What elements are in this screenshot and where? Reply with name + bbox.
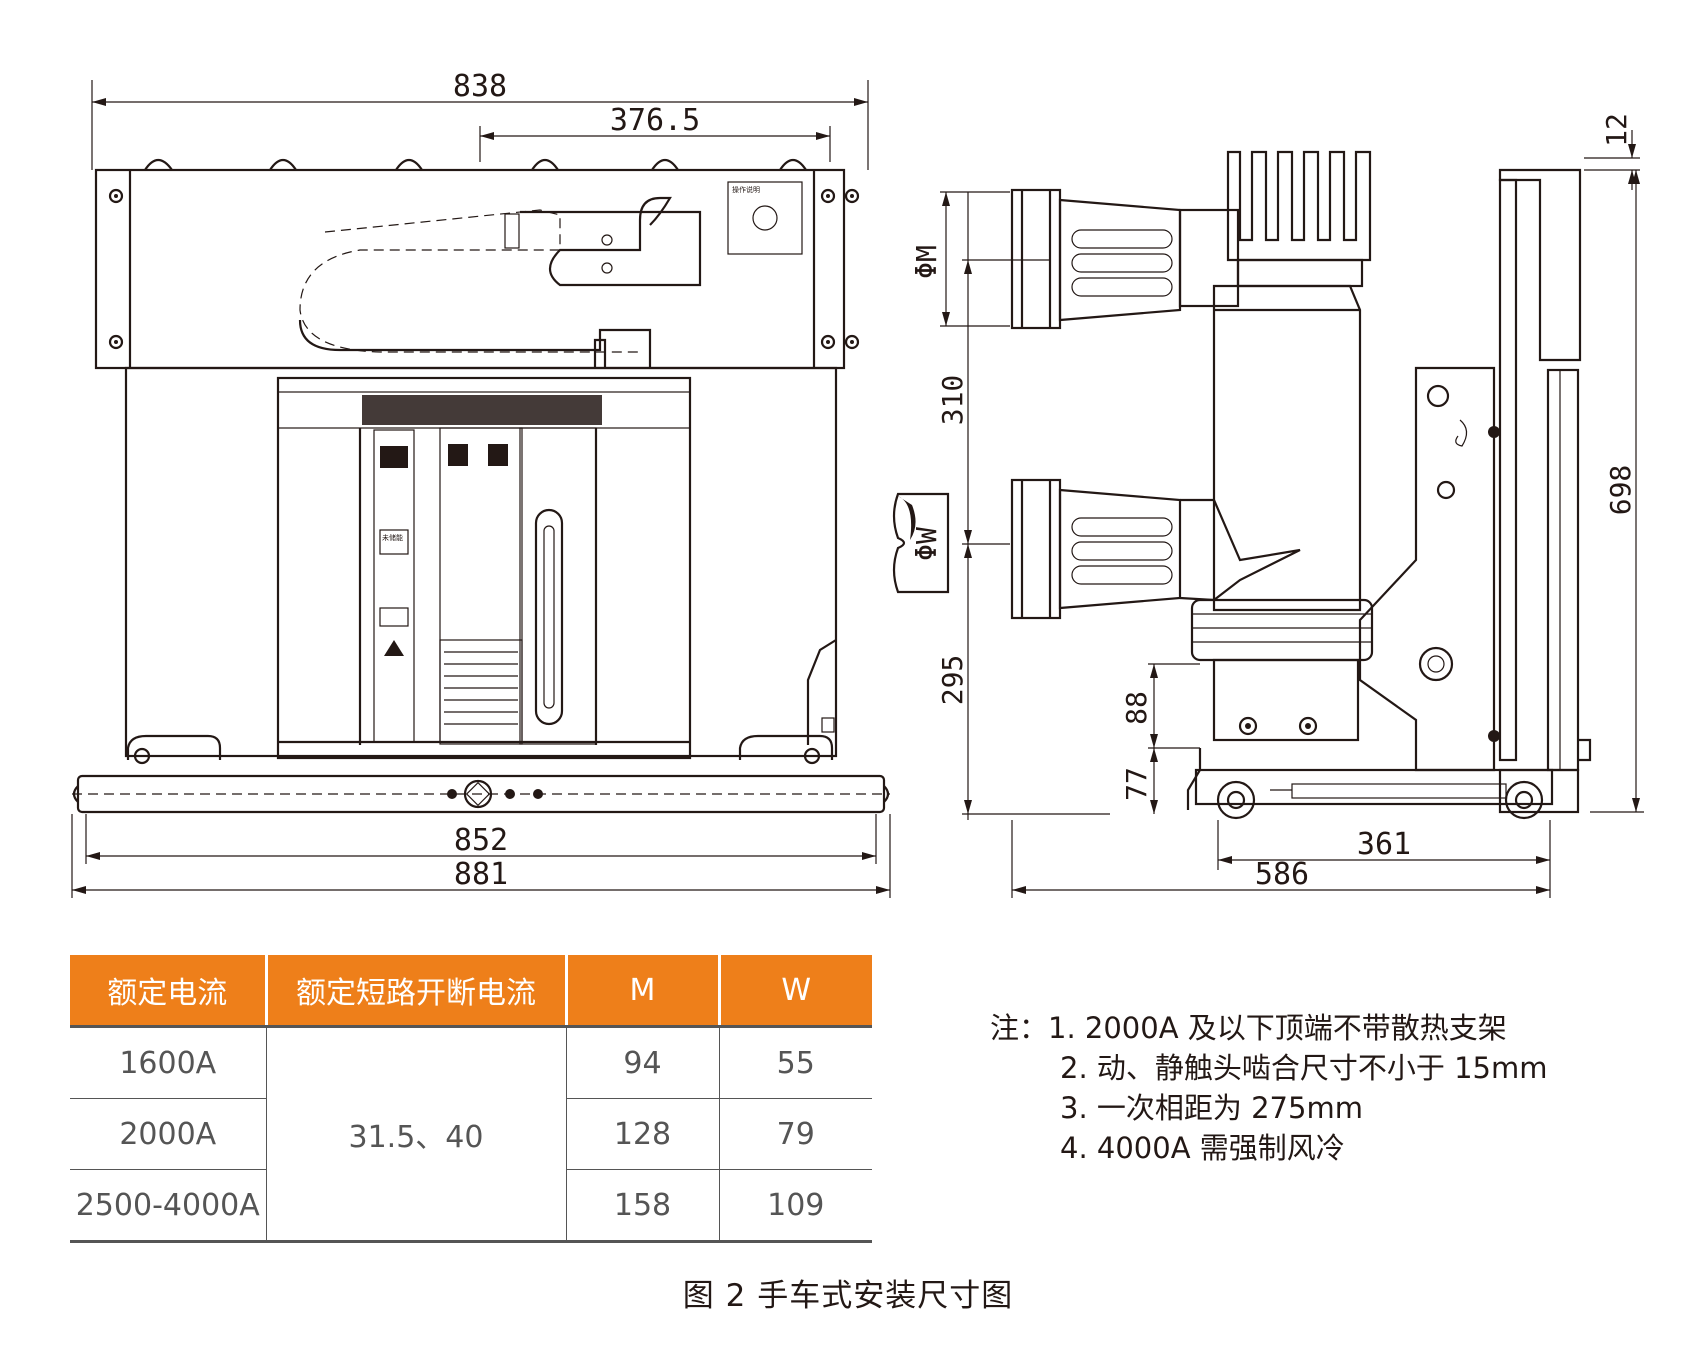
cabinet-front [124,366,838,758]
dim-77-label: 77 [1120,767,1153,801]
dim-361-label: 361 [1357,827,1411,862]
upper-contact-arm [1010,150,1372,330]
dim-12-label: 12 [1600,113,1633,147]
dim-88-77: 88 77 [1120,663,1200,814]
notes-label: 注： [990,1011,1049,1045]
table-row: 1600A 31.5、40 94 55 [70,1026,872,1243]
dim-376-5-label: 376.5 [610,103,700,138]
cell-m: 158 [566,1169,720,1243]
cell-w: 79 [719,1098,872,1170]
upper-housing [94,168,846,370]
note-item: 2. 动、静触头啮合尺寸不小于 15mm [1060,1051,1548,1085]
dim-phi-w-label: ΦW [910,527,943,561]
mechanism-hidden-lines [299,209,640,353]
cell-m: 94 [566,1026,720,1099]
manual-charge-handle [534,508,564,726]
dim-852: 852 [85,814,877,864]
cell-current: 2000A [70,1098,267,1170]
operating-lever [520,196,702,287]
warning-triangle-icon [384,640,404,656]
pole-body [1212,284,1362,612]
dim-phi-m-label: ΦM [910,245,943,279]
dim-phi-m: ΦM [910,191,1010,327]
manual-charge-panel [519,427,597,745]
right-handle [738,734,834,760]
rating-plate-lines [444,651,518,725]
rear-panel [1498,178,1518,762]
dim-838-label: 838 [453,69,507,104]
svg-text:操作说明: 操作说明 [732,185,760,194]
chassis-front [1186,748,1202,810]
rear-wheel [1504,780,1544,820]
heat-sink [1226,150,1372,262]
dim-88-label: 88 [1120,691,1153,725]
rating-plate [439,639,523,743]
dim-852-label: 852 [454,823,508,858]
header-w: W [719,955,872,1028]
notes: 注： 1. 2000A 及以下顶端不带散热支架 2. 动、静触头啮合尺寸不小于 … [990,1008,1548,1168]
figure-caption: 图 2 手车式安装尺寸图 [682,1278,1014,1314]
note-item: 1. 2000A 及以下顶端不带散热支架 [1048,1011,1507,1045]
header-m: M [566,955,721,1028]
lower-contact-arm [1010,478,1301,620]
front-wheel [1216,780,1256,820]
control-buttons-panel [439,427,523,745]
cell-current: 1600A [70,1026,267,1099]
table-row: 2000A 128 79 [70,1098,872,1170]
truck-frame [1194,768,1554,806]
dim-698: 698 [1590,170,1644,813]
svg-text:未储能: 未储能 [382,533,403,542]
dim-12: 12 [1584,113,1640,190]
cell-current: 2500-4000A [70,1169,267,1243]
installation-dimension-drawing: 838 376.5 [71,69,1644,898]
side-view: ΦM 310 295 ΦW [892,113,1644,898]
note-item: 3. 一次相距为 275mm [1060,1091,1363,1125]
dim-881: 881 [71,814,891,898]
pivot-bolt-icon [1418,646,1454,682]
dim-361: 361 [1217,820,1551,870]
dim-586-label: 586 [1255,857,1309,892]
table-header-row: 额定电流 额定短路开断电流 M W [70,955,872,1028]
cell-breaking-current: 31.5、40 [266,1026,567,1243]
dim-881-label: 881 [454,857,508,892]
dim-310-label: 310 [936,375,969,426]
dim-698-label: 698 [1604,465,1637,516]
breaker-panel [276,376,692,760]
phi-w-contact: ΦW [892,492,950,594]
interlock-plate [727,181,803,255]
housing-bolts [108,188,860,350]
bellows [1190,598,1374,742]
rear-panel-top [1498,168,1582,362]
mechanism-side-plate [1358,366,1496,772]
table-row: 2500-4000A 158 109 [70,1169,872,1243]
front-view: 838 376.5 [71,69,891,898]
left-handle [126,734,222,760]
header-breaking-current: 额定短路开断电流 [266,955,568,1028]
dim-586: 586 [1011,820,1551,898]
header-rated-current: 额定电流 [70,955,268,1028]
dim-295-label: 295 [936,655,969,706]
dim-838: 838 [91,69,869,170]
note-item: 4. 4000A 需强制风冷 [1060,1131,1345,1165]
cell-w: 109 [719,1169,872,1243]
cell-m: 128 [566,1098,720,1170]
lifting-lugs [144,158,807,171]
crank-socket-icon [463,779,493,809]
indicator-column [373,429,415,743]
dim-376-5: 376.5 [479,103,831,162]
nameplate-strip [362,395,602,425]
spec-table: 额定电流 额定短路开断电流 M W 1600A 31.5、40 94 55 20… [70,955,872,1243]
cell-w: 55 [719,1026,872,1099]
